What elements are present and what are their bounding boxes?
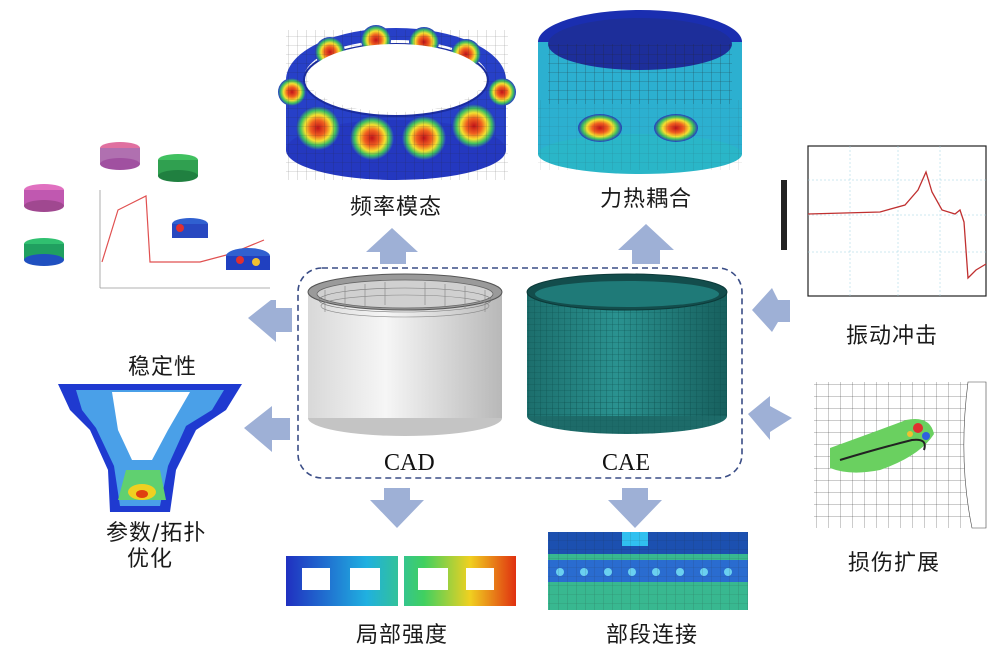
arrow-right-icon — [752, 288, 790, 332]
damage-mesh-image — [814, 381, 987, 529]
cad-cylinder-image — [307, 273, 503, 436]
arrow-left-icon — [248, 296, 292, 342]
cae-label: CAE — [602, 450, 650, 476]
topology-v-image — [58, 384, 242, 512]
label-topology-line1: 参数/拓扑 — [106, 521, 207, 546]
cae-mesh-cylinder-image — [526, 273, 728, 434]
cad-label: CAD — [384, 450, 435, 476]
section-connection-image — [548, 532, 748, 610]
label-local: 局部强度 — [356, 623, 449, 648]
label-damage: 损伤扩展 — [848, 551, 941, 576]
modal-ring-image — [278, 25, 516, 180]
arrows — [244, 224, 792, 528]
label-modal: 频率模态 — [350, 195, 443, 220]
label-stability: 稳定性 — [128, 355, 198, 380]
label-vibration: 振动冲击 — [846, 324, 939, 349]
arrow-up-icon — [366, 228, 418, 264]
arrow-down-icon — [608, 488, 662, 528]
arrow-down-icon — [370, 488, 424, 528]
arrow-left-icon — [244, 406, 290, 452]
label-topology-line2: 优化 — [127, 547, 174, 572]
arrow-right-icon — [748, 396, 792, 440]
arrow-up-icon — [618, 224, 674, 264]
thermal-coupling-image — [538, 10, 742, 174]
label-section: 部段连接 — [606, 623, 699, 648]
local-strength-image — [286, 552, 516, 610]
vibration-chart-image — [778, 145, 987, 297]
stability-collage-image — [10, 130, 280, 300]
center-dashed-frame — [297, 267, 743, 479]
label-thermal: 力热耦合 — [600, 187, 693, 212]
